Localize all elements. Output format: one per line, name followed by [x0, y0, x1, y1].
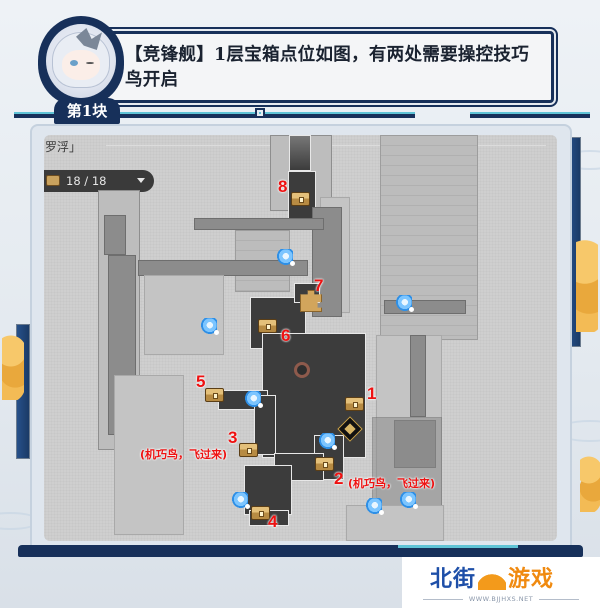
header-rail-mid2: [265, 112, 415, 118]
caret-down-icon: [137, 178, 145, 183]
marker-note-3: (机巧鸟，飞过来): [140, 448, 228, 461]
map-area: [346, 505, 444, 541]
map-corridor: [410, 335, 426, 417]
origami-bird-icon[interactable]: [400, 492, 418, 509]
marker-number-3: 3: [228, 428, 238, 447]
marker-number-2: 2: [334, 469, 344, 488]
header-rail-left: [14, 112, 54, 118]
watermark-url: WWW.BJJHXS.NET: [402, 595, 600, 603]
map-area: [114, 375, 184, 535]
map-corridor: [104, 215, 126, 255]
avatar-face: [62, 50, 100, 80]
page-title: 【竞锋舰】1层宝箱点位如图，有两处需要操控技巧鸟开启: [125, 45, 530, 90]
treasure-chest-4[interactable]: [251, 506, 270, 520]
ginkgo-leaves-decoration: [576, 232, 598, 332]
teleport-anchor-icon[interactable]: [294, 362, 310, 378]
region-label: 罗浮」: [45, 140, 82, 154]
origami-bird-icon[interactable]: [245, 391, 263, 408]
origami-bird-icon[interactable]: [319, 433, 337, 450]
map-area: [144, 275, 224, 355]
chest-counter-dropdown[interactable]: 18 / 18: [44, 170, 154, 192]
origami-bird-icon[interactable]: [232, 492, 250, 509]
ginkgo-leaves-decoration: [2, 330, 24, 400]
marker-number-7: 7: [314, 276, 324, 295]
map-corridor: [194, 218, 324, 230]
chest-icon: [46, 175, 60, 186]
origami-bird-icon[interactable]: [201, 318, 219, 335]
brand-right: 游戏: [508, 567, 555, 592]
treasure-chest-2[interactable]: [315, 457, 334, 471]
block-tab: 第1块: [54, 98, 120, 124]
origami-bird-icon[interactable]: [366, 498, 384, 515]
avatar-wink: [86, 62, 94, 64]
marker-number-6: 6: [281, 326, 291, 345]
marker-number-8: 8: [278, 177, 288, 196]
map-corridor: [289, 135, 311, 171]
game-map[interactable]: 罗浮」 18 / 18: [44, 135, 557, 541]
sun-logo-icon: [478, 568, 507, 590]
treasure-chest-5[interactable]: [205, 388, 224, 402]
marker-number-4: 4: [268, 512, 278, 531]
map-corridor: [254, 395, 276, 455]
title-banner: [94, 31, 554, 103]
marker-note-2: (机巧鸟，飞过来): [348, 477, 436, 490]
watermark-brand: 北街 游戏: [430, 561, 554, 593]
ginkgo-leaves-decoration: [580, 452, 600, 512]
puzzle-icon[interactable]: [300, 290, 322, 312]
origami-bird-icon[interactable]: [277, 249, 295, 266]
brand-left: 北街: [430, 567, 477, 592]
treasure-chest-8[interactable]: [291, 192, 310, 206]
watermark: 北街 游戏 WWW.BJJHXS.NET: [402, 557, 600, 608]
treasure-chest-1[interactable]: [345, 397, 364, 411]
header-rail-mid: [120, 112, 255, 118]
avatar-eye: [70, 60, 78, 66]
marker-number-1: 1: [367, 384, 377, 403]
watermark-url-text: WWW.BJJHXS.NET: [468, 595, 534, 603]
avatar: [46, 24, 116, 98]
origami-bird-icon[interactable]: [396, 295, 414, 312]
treasure-chest-3[interactable]: [239, 443, 258, 457]
header-rail-right: [470, 112, 590, 118]
rail-ornament: [255, 108, 265, 118]
frame-base: [18, 545, 583, 557]
marker-number-5: 5: [196, 372, 206, 391]
chest-count: 18 / 18: [66, 174, 107, 188]
treasure-chest-6[interactable]: [258, 319, 277, 333]
